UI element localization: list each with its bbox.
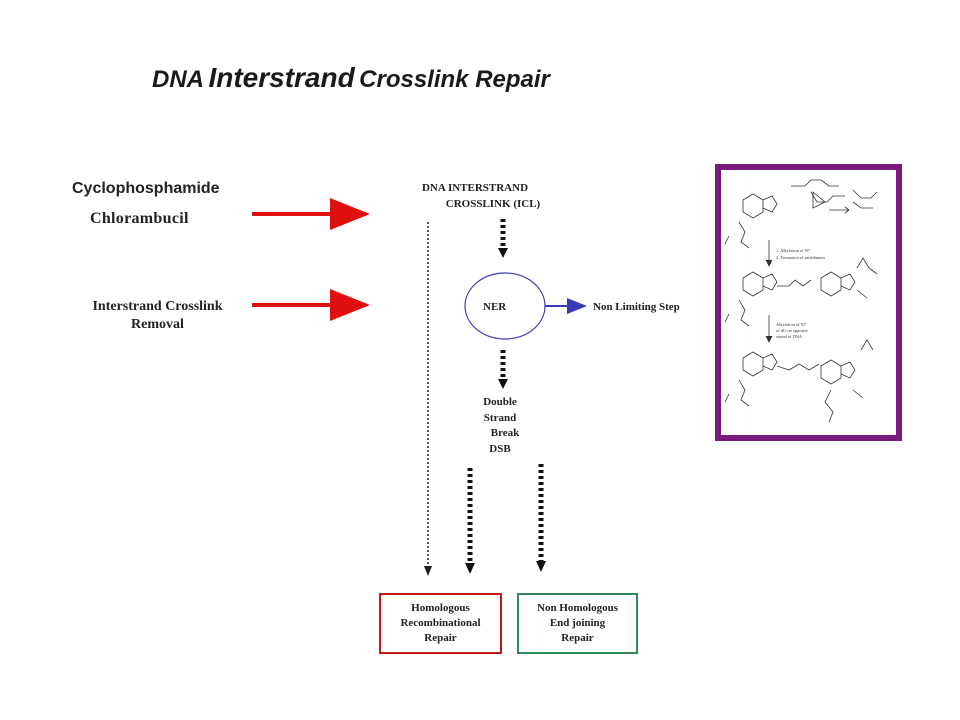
non-homologous-end-joining-box: Non Homologous End joining Repair: [517, 593, 638, 654]
guanine-structure-5: [820, 359, 856, 385]
guanine-structure-4: [742, 351, 778, 377]
drug-label-cyclophosphamide: Cyclophosphamide: [72, 180, 220, 197]
guanine-structure-3: [820, 271, 856, 297]
dsb-line-2: Strand: [483, 411, 517, 424]
ner-label: NER: [483, 301, 507, 313]
drug-label-chlorambucil: Chlorambucil: [90, 210, 189, 227]
dotted-arrow-head: [424, 566, 432, 576]
icl-line-1: DNA INTERSTRAND: [421, 182, 529, 194]
title-part-interstrand: Interstrand: [208, 62, 355, 93]
icl-removal-line-2: Removal: [131, 317, 184, 332]
title-part-dna: DNA: [152, 66, 204, 93]
hr-line-1: Homologous: [411, 602, 470, 614]
dsb-line-3: Break: [490, 427, 520, 439]
dashed-arrow-nhej-head: [536, 561, 546, 572]
dsb-line-1: Double: [483, 396, 517, 408]
dashed-arrow-icl-head: [498, 248, 508, 258]
guanine-structure-2: [742, 271, 778, 297]
icl-line-2: CROSSLINK (ICL): [445, 198, 541, 210]
mechanism-drawing: 1. Alkylation of N7 2. Formation of azir…: [724, 179, 878, 423]
mechanism-step-3-line-3: strand of DNA: [776, 334, 803, 339]
nhej-line-1: Non Homologous: [537, 602, 618, 614]
non-limiting-step-label: Non Limiting Step: [593, 301, 680, 313]
mechanism-step-2: 2. Formation of aziridinium: [776, 255, 825, 260]
icl-removal-label: Interstrand Crosslink Removal: [70, 298, 245, 334]
nhej-line-3: Repair: [561, 632, 594, 644]
crosslink-mechanism-figure: 1. Alkylation of N7 2. Formation of azir…: [715, 164, 902, 441]
icl-removal-line-1: Interstrand Crosslink: [92, 299, 223, 314]
page-title: DNA Interstrand Crosslink Repair: [152, 62, 550, 94]
homologous-recombination-box: Homologous Recombinational Repair: [379, 593, 502, 654]
dashed-arrow-ner-head: [498, 379, 508, 389]
mechanism-step-3-line-1: Alkylation of N7: [776, 322, 807, 327]
icl-node-label: DNA INTERSTRAND CROSSLINK (ICL): [385, 180, 565, 212]
hr-line-3: Repair: [424, 632, 457, 644]
hr-line-2: Recombinational: [400, 617, 481, 629]
title-part-repair: Crosslink Repair: [359, 66, 550, 93]
reaction-arrow-1: [829, 206, 850, 214]
nhej-line-2: End joining: [549, 617, 606, 629]
mechanism-step-1: 1. Alkylation of N7: [776, 248, 811, 253]
dashed-arrow-hr-head: [465, 563, 475, 574]
dsb-line-4: DSB: [489, 442, 511, 455]
sugar-backbone-1: [724, 221, 750, 249]
dsb-node-label: Double Strand Break DSB: [470, 395, 530, 457]
chlorambucil-structure: [791, 179, 845, 209]
reaction-product-1: [852, 189, 878, 209]
guanine-structure-1: [742, 193, 778, 219]
mechanism-step-3-line-2: of dG on opposite: [776, 328, 808, 333]
